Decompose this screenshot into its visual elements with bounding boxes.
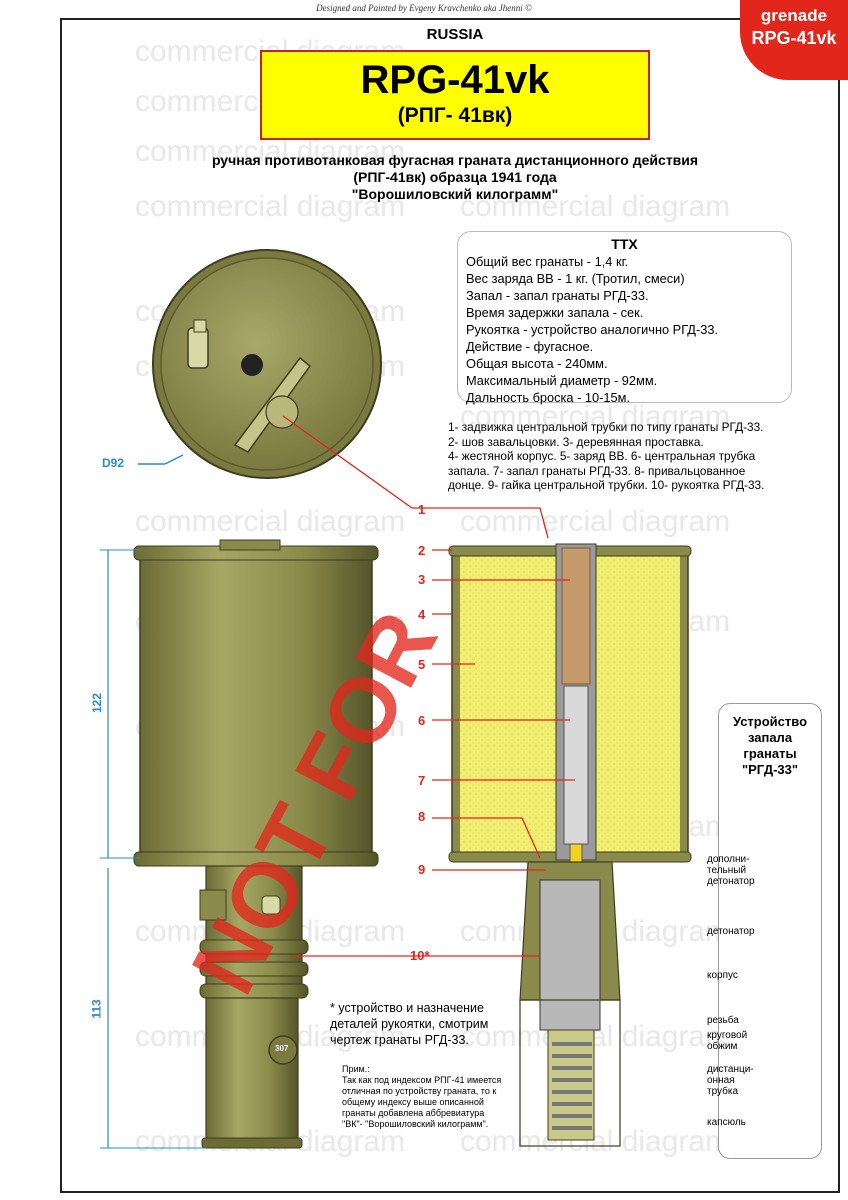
diameter-dimension [138, 454, 184, 465]
spec-line: Максимальный диаметр - 92мм. [466, 373, 658, 388]
description-line: (РПГ-41вк) образца 1941 года [353, 169, 557, 185]
legend-line: запала. 7- запал гранаты РГД-33. 8- прив… [448, 463, 746, 478]
fuse-panel: Устройство запала гранаты "РГД-33" допол… [707, 703, 822, 1159]
callout-9: 9 [418, 862, 426, 877]
watermark: commercial diagram [460, 190, 731, 223]
fuse-label-time-tube: дистанци-онная трубка [707, 1064, 754, 1097]
watermark: commercial diagram [135, 505, 406, 538]
country-label: RUSSIA [426, 26, 484, 43]
fuse-title-line: гранаты [743, 746, 797, 761]
body-height-label: 122 [90, 692, 105, 714]
fuse-title-line: "РГД-33" [741, 762, 799, 777]
spec-line: Действие - фугасное. [466, 339, 594, 354]
spec-line: Дальность броска - 10-15м. [466, 390, 630, 405]
fuse-label-crimp: круговой обжим [707, 1030, 748, 1052]
title-box: RPG-41vk (РПГ- 41вк) [260, 50, 650, 140]
cross-section [448, 543, 692, 1147]
handle-stamp: 307 [275, 1044, 289, 1053]
footnote-text: Так как под индексом РПГ-41 имеется отли… [342, 1075, 502, 1129]
diameter-label: D92 [102, 456, 125, 470]
height-dimensions [100, 549, 206, 1149]
callout-2: 2 [418, 543, 426, 558]
corner-line-1: grenade [760, 6, 828, 25]
fuse-label-primer: капсюль [707, 1117, 746, 1128]
specs-box: TTX Общий вес гранаты - 1,4 кг. Вес заря… [457, 231, 792, 405]
callout-7: 7 [418, 773, 426, 788]
fuse-label-thread: резьба [707, 1015, 739, 1026]
callout-3: 3 [418, 572, 426, 587]
legend-line: 1- задвижка центральной трубки по типу г… [448, 420, 764, 434]
watermark: commercial diagram [460, 400, 731, 433]
callout-1: 1 [418, 502, 426, 517]
fuse-title: Устройство запала гранаты "РГД-33" [719, 714, 821, 778]
page-title: RPG-41vk [360, 58, 550, 102]
side-view [133, 539, 379, 1149]
legend-line: 2- шов завальцовки. 3- деревянная проста… [448, 434, 704, 449]
fuse-label-body: корпус [707, 970, 738, 981]
description-line: ручная противотанковая фугасная граната … [211, 152, 699, 168]
parts-legend: 1- задвижка центральной трубки по типу г… [448, 420, 798, 493]
handle-note: * устройство и назначение деталей рукоят… [330, 1001, 489, 1047]
corner-line-2: RPG-41vk [751, 28, 837, 48]
footnote: Прим.: Так как под индексом РПГ-41 имеет… [342, 1064, 502, 1130]
spec-line: Рукоятка - устройство аналогично РГД-33. [466, 322, 719, 337]
spec-line: Вес заряда ВВ - 1 кг. (Тротил, смеси) [466, 271, 685, 286]
handle-height-label: 113 [89, 999, 104, 1019]
legend-line: донце. 9- гайка центральной трубки. 10- … [448, 478, 765, 493]
poster-frame [60, 18, 840, 1193]
legend-line: 4- жестяной корпус. 5- заряд ВВ. 6- цент… [448, 449, 756, 464]
watermark: commercial diagram [135, 190, 406, 223]
fuse-title-line: Устройство [732, 714, 808, 729]
fuse-label-extra-detonator: дополни-тельный детонатор [707, 854, 755, 887]
callout-8: 8 [418, 809, 426, 824]
callout-4: 4 [418, 607, 426, 622]
callout-5: 5 [418, 657, 426, 672]
page-subtitle: (РПГ- 41вк) [397, 104, 513, 127]
callout-10: 10* [410, 948, 430, 963]
spec-line: Общий вес гранаты - 1,4 кг. [466, 254, 629, 269]
callout-lines [282, 415, 575, 957]
top-view [152, 249, 382, 479]
callout-6: 6 [418, 713, 426, 728]
watermark: commercial diagram [135, 135, 406, 168]
specs-heading: TTX [611, 236, 638, 252]
spec-line: Время задержки запала - сек. [466, 305, 644, 320]
spec-line: Общая высота - 240мм. [466, 356, 608, 371]
watermark: commercial diagram [460, 1125, 731, 1158]
spec-line: Запал - запал гранаты РГД-33. [466, 288, 649, 303]
description-line: "Ворошиловский килограмм" [351, 186, 559, 202]
description: ручная противотанковая фугасная граната … [170, 152, 740, 203]
footnote-heading: Прим.: [342, 1064, 370, 1074]
watermark: commercial diagram [460, 505, 731, 538]
fuse-title-line: запала [747, 730, 793, 745]
corner-badge: grenade RPG-41vk [740, 0, 848, 80]
credit-line: Designed and Painted by Evgeny Kravchenk… [316, 3, 532, 13]
fuse-label-detonator: детонатор [707, 926, 755, 937]
